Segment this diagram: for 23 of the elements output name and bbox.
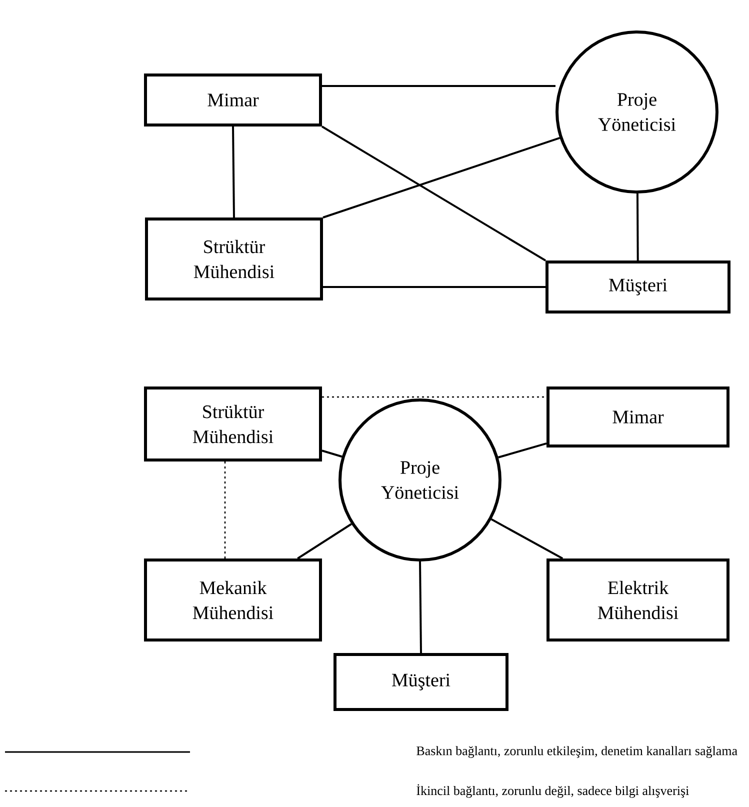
role-box: Mimar [144,74,322,126]
connector [322,85,556,87]
role-box: Müşteri [334,653,508,711]
connector [419,562,422,654]
dotted-connector [224,462,226,558]
dotted-connector [322,396,546,398]
role-box: Mekanik Mühendisi [144,558,322,642]
connector [322,137,560,218]
connector [490,518,564,560]
role-box: Strüktür Mühendisi [144,386,322,462]
connector [297,523,352,560]
connector [322,450,342,458]
connector [232,126,235,218]
connector [636,194,639,261]
legend-text: Baskın bağlantı, zorunlu etkileşim, denetim kanalları sağlama [416,746,738,758]
role-box: Mimar [546,386,730,448]
connector [323,286,546,288]
role-box: Müşteri [546,260,730,314]
role-box: Strüktür Mühendisi [145,218,323,300]
connector [498,442,547,458]
connector [321,126,546,262]
role-box: Elektrik Mühendisi [546,558,730,642]
legend-text: İkincil bağlantı, zorunlu değil, sadece bilgi alışverişi [416,784,689,798]
